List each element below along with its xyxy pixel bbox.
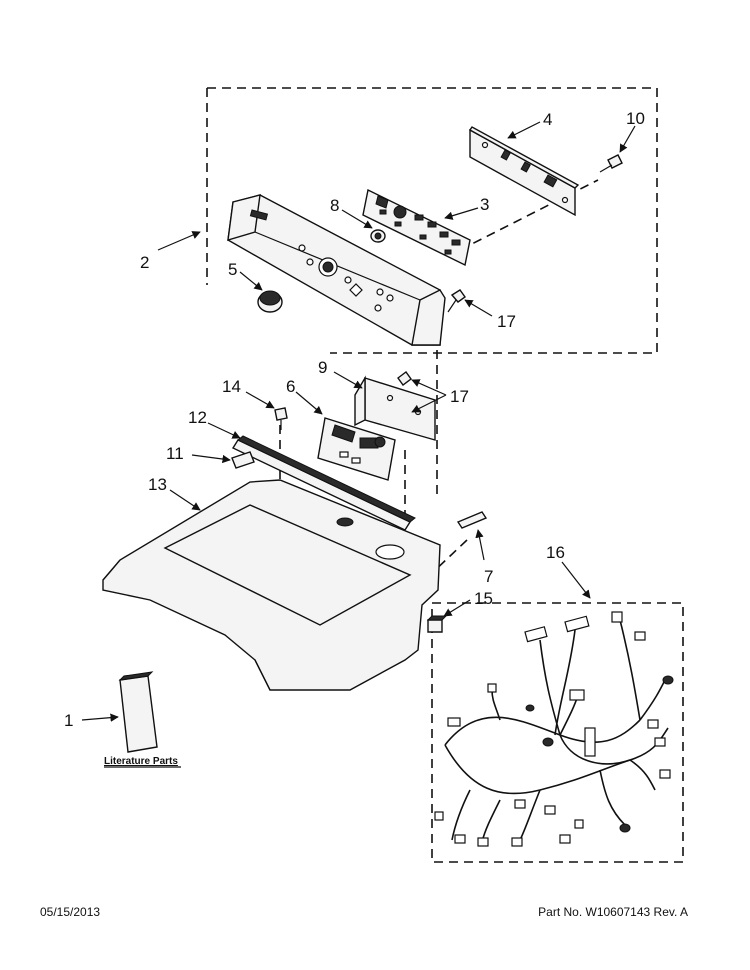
part-7-clip [456, 511, 488, 529]
part-10-screw [599, 154, 623, 173]
leader-8 [341, 209, 373, 229]
leader-1 [81, 713, 119, 722]
leader-17-lower-b [411, 394, 447, 413]
callout-17-lower: 17 [450, 387, 469, 406]
leader-11 [191, 454, 231, 464]
callout-15: 15 [474, 589, 493, 608]
part-2-console [227, 194, 446, 346]
part-1-literature [118, 671, 158, 753]
part-5-knob [257, 290, 283, 313]
leader-5 [239, 271, 263, 291]
callout-2: 2 [140, 253, 149, 272]
callout-17-upper: 17 [497, 312, 516, 331]
harness-group-outline [431, 602, 684, 863]
callout-14: 14 [222, 377, 241, 396]
leader-15 [443, 599, 471, 617]
leader-16 [561, 561, 591, 599]
leader-9 [333, 371, 363, 389]
leader-7 [475, 529, 485, 561]
part-4-rear-panel [468, 126, 580, 217]
callout-3: 3 [480, 195, 489, 214]
leader-2 [157, 231, 201, 251]
leader-13 [169, 489, 201, 511]
leader-12 [207, 422, 241, 439]
callout-12: 12 [188, 408, 207, 427]
part-3-control-board [362, 188, 471, 267]
part-17-screw-lower-1 [397, 371, 412, 386]
part-17-screw-upper [447, 289, 466, 313]
connector-line-3 [459, 179, 599, 251]
callout-1: 1 [64, 711, 73, 730]
part-13-top-panel [102, 479, 441, 691]
callout-5: 5 [228, 260, 237, 279]
callout-7: 7 [484, 567, 493, 586]
leader-4 [507, 121, 541, 139]
callout-16: 16 [546, 543, 565, 562]
callout-11: 11 [166, 444, 184, 463]
part-16-wire-harness [434, 611, 674, 847]
part-6-module [317, 417, 396, 481]
leader-6 [295, 391, 323, 415]
part-8-seal [370, 229, 386, 243]
callout-10: 10 [626, 109, 645, 128]
leader-3 [444, 207, 479, 220]
footer-part-number: Part No. W10607143 Rev. A [538, 905, 688, 919]
callout-6: 6 [286, 377, 295, 396]
callout-4: 4 [543, 110, 552, 129]
console-group-outline [206, 87, 658, 354]
footer-date: 05/15/2013 [40, 905, 101, 919]
part-11-clip [231, 451, 255, 469]
callout-8: 8 [330, 196, 339, 215]
part-12-strip [231, 435, 416, 531]
part-15-block [426, 615, 448, 633]
part-14-screw [274, 407, 288, 430]
literature-parts-label: Literature Parts [104, 756, 178, 767]
leader-14 [245, 391, 275, 409]
callout-9: 9 [318, 358, 327, 377]
connector-line-7 [429, 539, 468, 576]
leader-17-upper [464, 299, 493, 317]
callout-13: 13 [148, 475, 167, 494]
leader-10 [619, 125, 636, 153]
leader-17-lower-a [411, 379, 447, 396]
